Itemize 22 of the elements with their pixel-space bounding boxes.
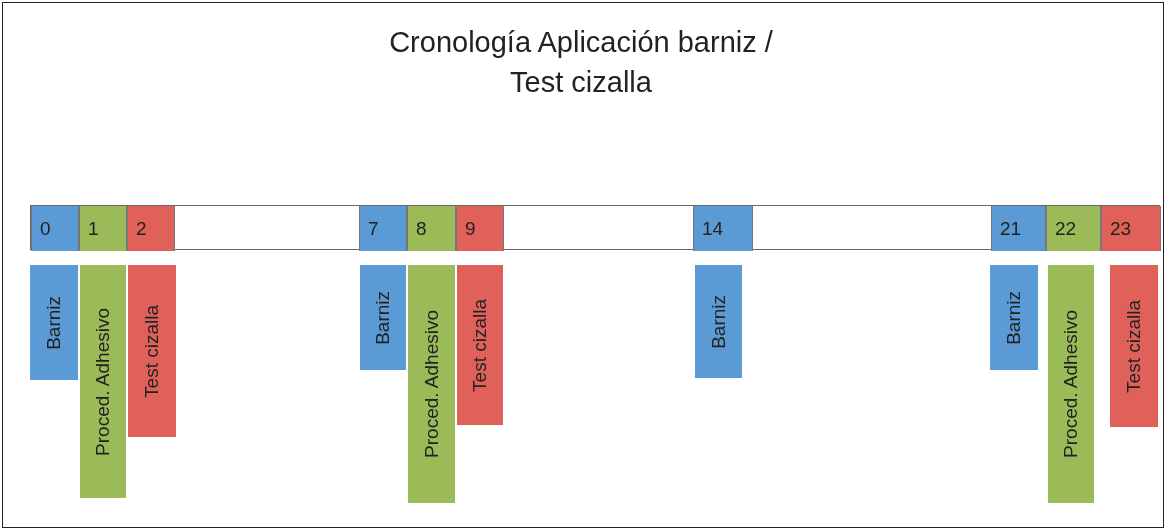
day-cell: 14	[693, 206, 753, 251]
day-cell: 23	[1101, 206, 1161, 251]
timeline-bar	[30, 205, 1160, 250]
activity-label: Proced. Adhesivo	[408, 265, 455, 503]
activity-label: Test cizalla	[457, 265, 503, 425]
activity-label: Test cizalla	[128, 265, 176, 437]
day-cell: 8	[407, 206, 456, 251]
day-cell: 7	[359, 206, 407, 251]
day-cell: 2	[127, 206, 175, 251]
activity-label: Barniz	[695, 265, 742, 378]
activity-label: Test cizalla	[1110, 265, 1158, 427]
day-cell: 1	[79, 206, 127, 251]
day-cell: 0	[31, 206, 79, 251]
activity-label: Barniz	[990, 265, 1038, 370]
activity-label: Proced. Adhesivo	[1048, 265, 1094, 503]
title: Cronología Aplicación barniz / Test cizalla	[388, 25, 774, 100]
activity-label: Barniz	[360, 265, 406, 370]
activity-label: Barniz	[30, 265, 78, 380]
day-cell: 21	[991, 206, 1046, 251]
day-cell: 9	[456, 206, 504, 251]
day-cell: 22	[1046, 206, 1101, 251]
activity-label: Proced. Adhesivo	[80, 265, 126, 498]
